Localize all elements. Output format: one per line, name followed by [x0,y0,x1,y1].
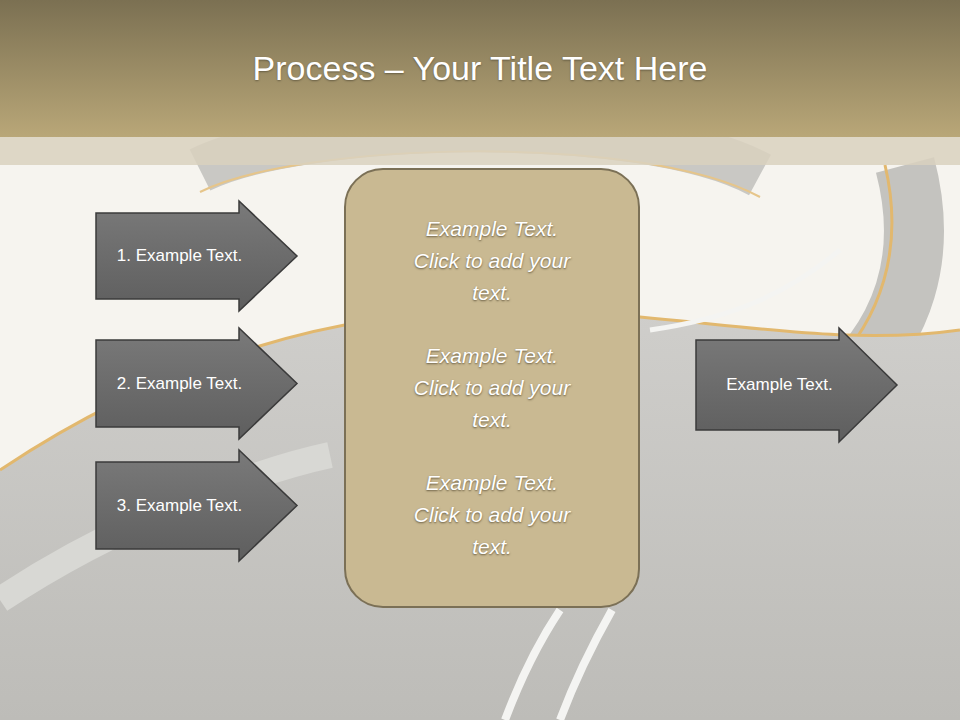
arrow-box: Example Text. [695,327,898,443]
rounded-outline [345,169,639,607]
arrow-box: 1. Example Text. [95,200,298,312]
arrow-outline [96,328,297,439]
slide-title: Process – Your Title Text Here [253,49,708,88]
title-bar: Process – Your Title Text Here [0,0,960,137]
body-text: Example Text. Click to add your text. [407,340,577,436]
body-text: Example Text. Click to add your text. [407,213,577,309]
header-band [0,0,960,137]
header-strip [0,137,960,165]
text-area: 2. Example Text. [101,340,258,427]
arrow-label: Example Text. [726,375,832,395]
arrow-box: 2. Example Text. [95,327,298,440]
rounded-box: Example Text. Click to add your text. Exa… [344,168,640,608]
lane-line [650,250,840,330]
lane-line [560,610,612,720]
arrow-outline [696,328,897,442]
arrow-box: 3. Example Text. [95,449,298,562]
lane-line [505,610,560,720]
text-area: Example Text. [701,340,858,430]
text-area: 1. Example Text. [101,213,258,299]
text-area: 3. Example Text. [101,462,258,549]
arrow-label: 2. Example Text. [117,374,242,394]
body-text: Example Text. Click to add your text. [407,467,577,563]
arrow-label: 3. Example Text. [117,496,242,516]
arrow-outline [96,201,297,311]
arrow-outline [96,450,297,561]
text-area: Example Text. Click to add your text. Exa… [354,182,630,594]
arrow-label: 1. Example Text. [117,246,242,266]
